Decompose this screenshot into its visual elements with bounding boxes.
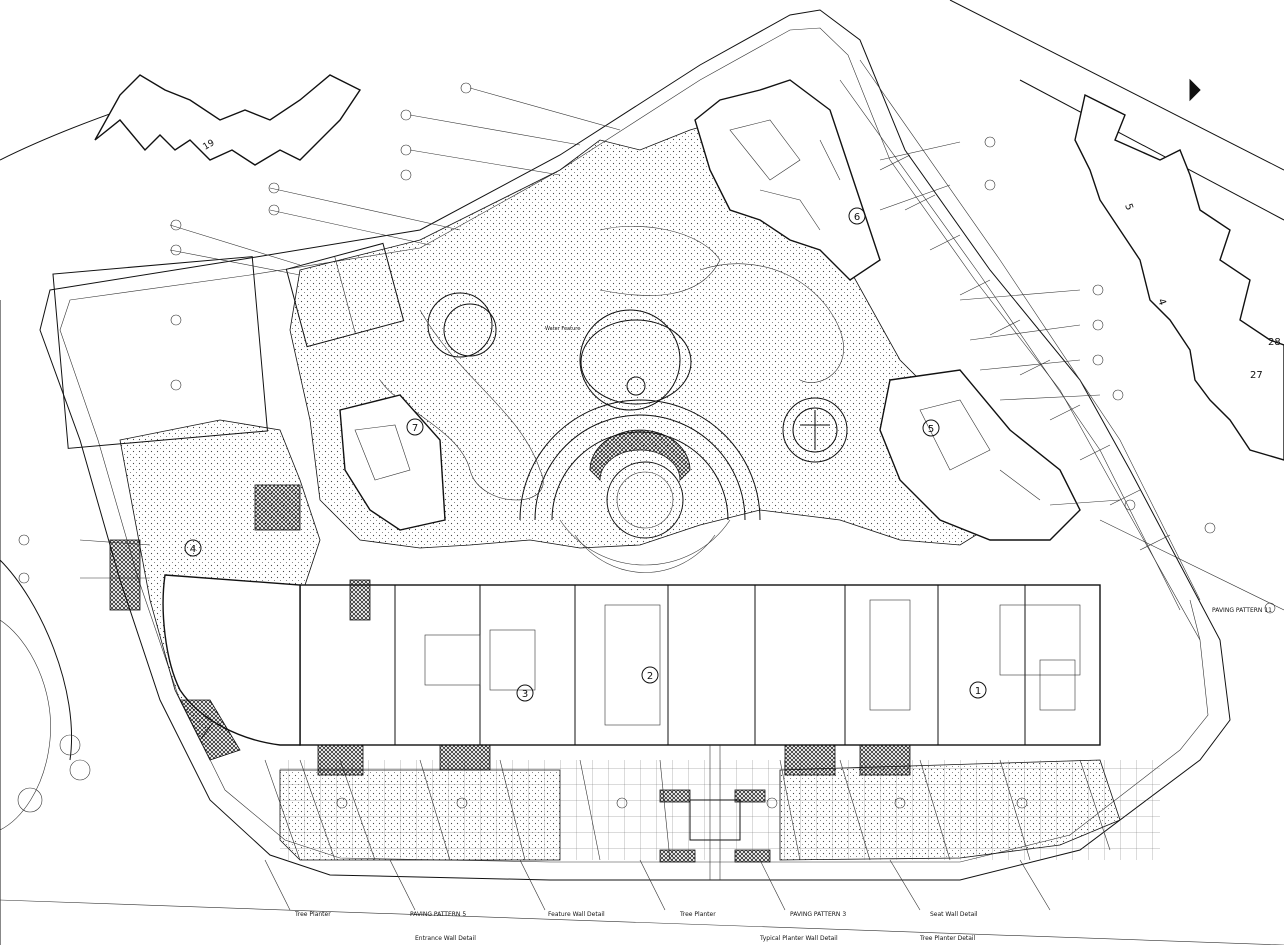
street-number-4: 4 [1155, 297, 1168, 307]
label-paving-pattern-3: PAVING PATTERN 3 [790, 911, 846, 918]
podium-building [299, 579, 1101, 776]
building-e [879, 369, 1081, 541]
label-tree-planter-2: Tree Planter [679, 911, 716, 918]
paving-grid-east [839, 59, 1201, 611]
street-number-28: 28 [1268, 337, 1281, 348]
detail-ref-bubbles [18, 82, 1276, 809]
label-paving-pattern-11: PAVING PATTERN 11 [1212, 607, 1272, 614]
nw-court-area [52, 242, 405, 449]
svg-text:6: 6 [854, 212, 860, 223]
neighbour-building-nw: 19 [94, 74, 362, 166]
trees-west [17, 734, 91, 813]
site-boundary [39, 9, 1231, 881]
street-number-27: 27 [1250, 370, 1263, 381]
callout-leaders [79, 87, 1201, 641]
central-plaza [519, 309, 761, 573]
svg-text:2: 2 [647, 671, 653, 682]
south-entrance [659, 745, 771, 880]
label-feature-wall-detail: Feature Wall Detail [548, 911, 605, 918]
marker-1: 1 [969, 681, 987, 699]
svg-text:4: 4 [190, 544, 196, 555]
svg-text:5: 5 [928, 424, 934, 435]
building-w [339, 394, 446, 531]
svg-text:1: 1 [975, 686, 981, 697]
label-entrance-wall-detail: Entrance Wall Detail [415, 935, 476, 942]
building-ne [694, 79, 881, 281]
bottom-callout-leaders [264, 859, 1051, 911]
label-seat-wall-detail: Seat Wall Detail [930, 911, 978, 918]
west-wing [109, 484, 301, 761]
neighbour-building-ne: 5 4 27 28 [1074, 93, 1284, 461]
street-number-5: 5 [1122, 202, 1135, 212]
label-paving-pattern-5: PAVING PATTERN 5 [410, 911, 466, 918]
label-tree-planter-1: Tree Planter [294, 911, 331, 918]
marker-5: 5 [922, 419, 940, 437]
marker-2: 2 [641, 666, 659, 684]
marker-4: 4 [184, 539, 202, 557]
marker-3: 3 [516, 684, 534, 702]
marker-6: 6 [848, 207, 866, 225]
svg-text:7: 7 [412, 423, 418, 434]
paving-grid-south [264, 759, 1160, 861]
sub-plazas [379, 225, 848, 501]
label-water-feature: Water Feature [545, 326, 580, 332]
label-typical-planter-wall-detail: Typical Planter Wall Detail [759, 935, 838, 942]
svg-text:3: 3 [522, 689, 528, 700]
label-tree-planter-detail: Tree Planter Detail [919, 935, 976, 942]
marker-7: 7 [406, 418, 424, 436]
north-arrow [1189, 78, 1201, 102]
